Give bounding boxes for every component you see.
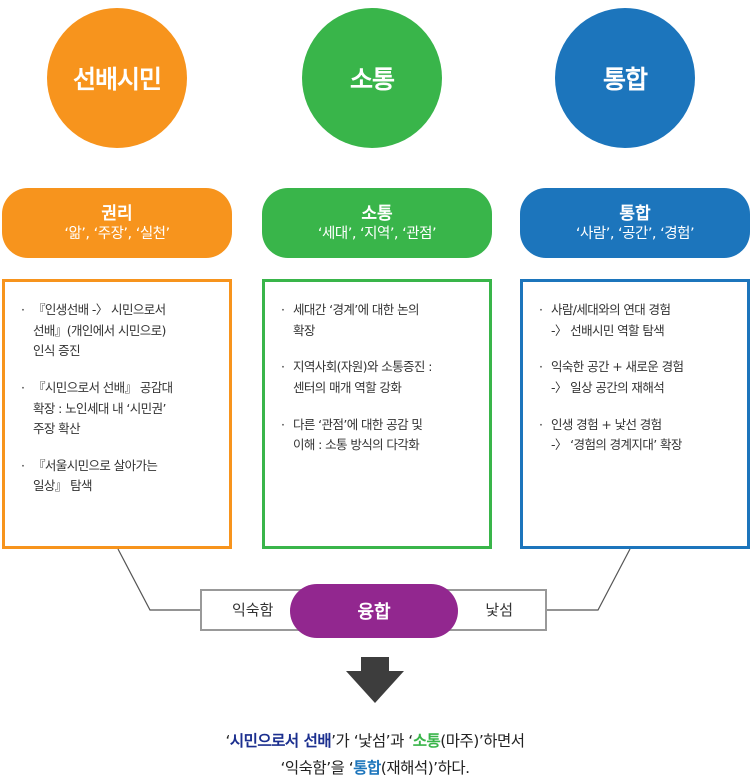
pill-integration: 통합 ‘사람’, ‘공간’, ‘경험’ (520, 188, 750, 258)
summary-line-2: ‘익숙함’을 ‘통합(재해석)’하다. (0, 755, 750, 782)
unfamiliarity-label: 낯섬 (485, 601, 513, 619)
connector-left (117, 548, 200, 611)
box-integration-details: · 사람/세대와의 연대 경험 -〉 선배시민 역할 탐색 · 익숙한 공간 +… (520, 279, 750, 549)
circle-label: 소통 (349, 65, 395, 94)
down-arrow-icon (346, 657, 404, 703)
list-item: · 지역사회(자원)와 소통증진 : 센터의 매개 역할 강화 (281, 357, 477, 398)
circle-label: 선배시민 (72, 65, 162, 94)
summary-text-part: (재해석)’하다. (380, 759, 470, 777)
circle-integration: 통합 (555, 8, 695, 148)
list-item-text: 인생 경험 + 낯선 경험 -〉 ‘경험의 경계지대’ 확장 (551, 416, 682, 453)
list-item-text: 세대간 ‘경계’에 대한 논의 확장 (293, 302, 419, 338)
list-item: · 사람/세대와의 연대 경험 -〉 선배시민 역할 탐색 (539, 300, 735, 341)
list-item-text: 익숙한 공간 + 새로운 경험 -〉 일상 공간의 재해석 (551, 359, 684, 395)
list-item-text: 『시민으로서 선배』 공감대 확장 : 노인세대 내 ‘시민권’ 주장 확산 (33, 379, 173, 437)
circle-senior-citizen: 선배시민 (47, 8, 187, 148)
familiarity-label: 익숙함 (232, 601, 274, 619)
list-item: · 인생 경험 + 낯선 경험 -〉 ‘경험의 경계지대’ 확장 (539, 415, 735, 456)
list-item-text: 지역사회(자원)와 소통증진 : 센터의 매개 역할 강화 (293, 359, 432, 395)
summary-text-part: ‘익숙함’을 ‘ (280, 759, 354, 777)
pill-subtitle: ‘앎’, ‘주장’, ‘실천’ (64, 225, 170, 242)
list-item: · 다른 ‘관점’에 대한 공감 및 이해 : 소통 방식의 다각화 (281, 415, 477, 456)
list-item: · 익숙한 공간 + 새로운 경험 -〉 일상 공간의 재해석 (539, 357, 735, 398)
bullet: · (21, 457, 25, 473)
bullet: · (21, 379, 25, 395)
pill-rights: 권리 ‘앎’, ‘주장’, ‘실천’ (2, 188, 232, 258)
summary-line-1: ‘시민으로서 선배’가 ‘낯섬’과 ‘소통(마주)’하면서 (0, 728, 750, 755)
summary-text-part: ’가 ‘낯섬’과 ‘ (331, 732, 413, 750)
bullet: · (281, 302, 285, 317)
list-item-text: 다른 ‘관점’에 대한 공감 및 이해 : 소통 방식의 다각화 (293, 416, 423, 453)
bullet: · (539, 416, 543, 432)
pill-communication: 소통 ‘세대’, ‘지역’, ‘관점’ (262, 188, 492, 258)
bullet: · (281, 416, 285, 432)
list-item: · 세대간 ‘경계’에 대한 논의 확장 (281, 300, 477, 341)
list-item: · 『시민으로서 선배』 공감대 확장 : 노인세대 내 ‘시민권’ 주장 확산 (21, 378, 217, 440)
bullet: · (539, 302, 543, 317)
list-item-text: 『인생선배 -〉 시민으로서 선배』(개인에서 시민으로) 인식 증진 (33, 302, 166, 359)
keyword-senior-citizen: 시민으로서 선배 (229, 732, 332, 750)
bullet: · (21, 302, 25, 317)
bullet: · (281, 359, 285, 375)
list-item: · 『인생선배 -〉 시민으로서 선배』(개인에서 시민으로) 인식 증진 (21, 300, 217, 362)
pill-title: 권리 (101, 203, 133, 224)
box-rights-details: · 『인생선배 -〉 시민으로서 선배』(개인에서 시민으로) 인식 증진 · … (2, 279, 232, 549)
summary-text-part: (마주)’하면서 (440, 732, 525, 750)
fusion-label: 융합 (357, 602, 391, 623)
bullet: · (539, 359, 543, 375)
pill-subtitle: ‘사람’, ‘공간’, ‘경험’ (575, 225, 695, 242)
list-item-text: 사람/세대와의 연대 경험 -〉 선배시민 역할 탐색 (551, 302, 671, 338)
circle-communication: 소통 (302, 8, 442, 148)
fusion-pill: 융합 (290, 584, 458, 638)
list-item-text: 『서울시민으로 살아가는 일상』 탐색 (33, 457, 158, 494)
connector-right (547, 548, 631, 611)
pill-title: 소통 (361, 203, 393, 224)
summary-text-part: ‘ (225, 732, 230, 750)
summary-text: ‘시민으로서 선배’가 ‘낯섬’과 ‘소통(마주)’하면서 ‘익숙함’을 ‘통합… (0, 728, 750, 782)
keyword-integration: 통합 (353, 759, 381, 777)
pill-title: 통합 (619, 203, 651, 224)
list-item: · 『서울시민으로 살아가는 일상』 탐색 (21, 456, 217, 497)
box-communication-details: · 세대간 ‘경계’에 대한 논의 확장 · 지역사회(자원)와 소통증진 : … (262, 279, 492, 549)
keyword-communication: 소통 (412, 732, 441, 750)
pill-subtitle: ‘세대’, ‘지역’, ‘관점’ (317, 225, 437, 242)
circle-label: 통합 (602, 65, 648, 94)
